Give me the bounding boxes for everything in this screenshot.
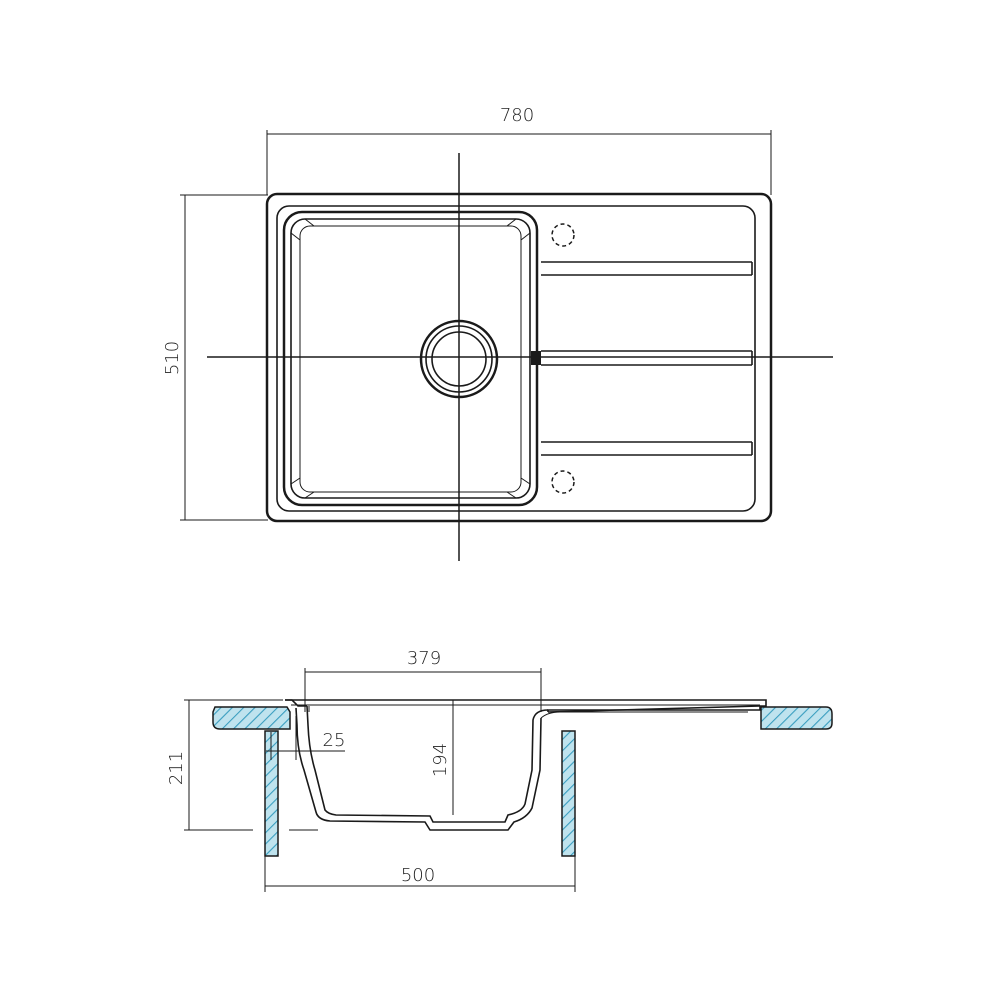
dimension-label-500: 500 [401,865,435,886]
top-view: 780 510 [162,105,833,561]
dimension-bowl-depth-194: 194 [430,699,460,815]
dimension-label-379: 379 [407,648,441,669]
bowl-corner-bevels [290,218,531,499]
tap-hole-top [551,223,575,247]
dimension-label-211: 211 [166,751,187,785]
tap-hole-bottom [551,470,575,494]
section-view: 379 25 194 211 500 [166,648,833,892]
bowl-floor [299,225,522,493]
drainboard-grooves [531,261,753,456]
dimension-width-780: 780 [266,105,772,195]
cabinet-wall-right [561,730,576,857]
sink-inner-rim [276,205,756,512]
dimension-label-510: 510 [162,341,183,375]
dimension-bowl-width-379: 379 [304,648,542,712]
countertop-right [760,706,833,730]
dimension-label-194: 194 [430,743,451,777]
dimension-rim-25: 25 [266,716,345,760]
cabinet-wall-left [264,730,279,857]
dimension-label-25: 25 [323,730,346,751]
dimension-total-depth-211: 211 [166,699,318,831]
countertop-left [212,706,291,730]
dimension-label-780: 780 [500,105,534,126]
dimension-height-510: 510 [162,194,268,521]
bowl-mid [290,218,531,499]
sink-profile [285,699,767,831]
bowl-outer [282,210,539,507]
dimension-cabinet-500: 500 [264,856,576,892]
